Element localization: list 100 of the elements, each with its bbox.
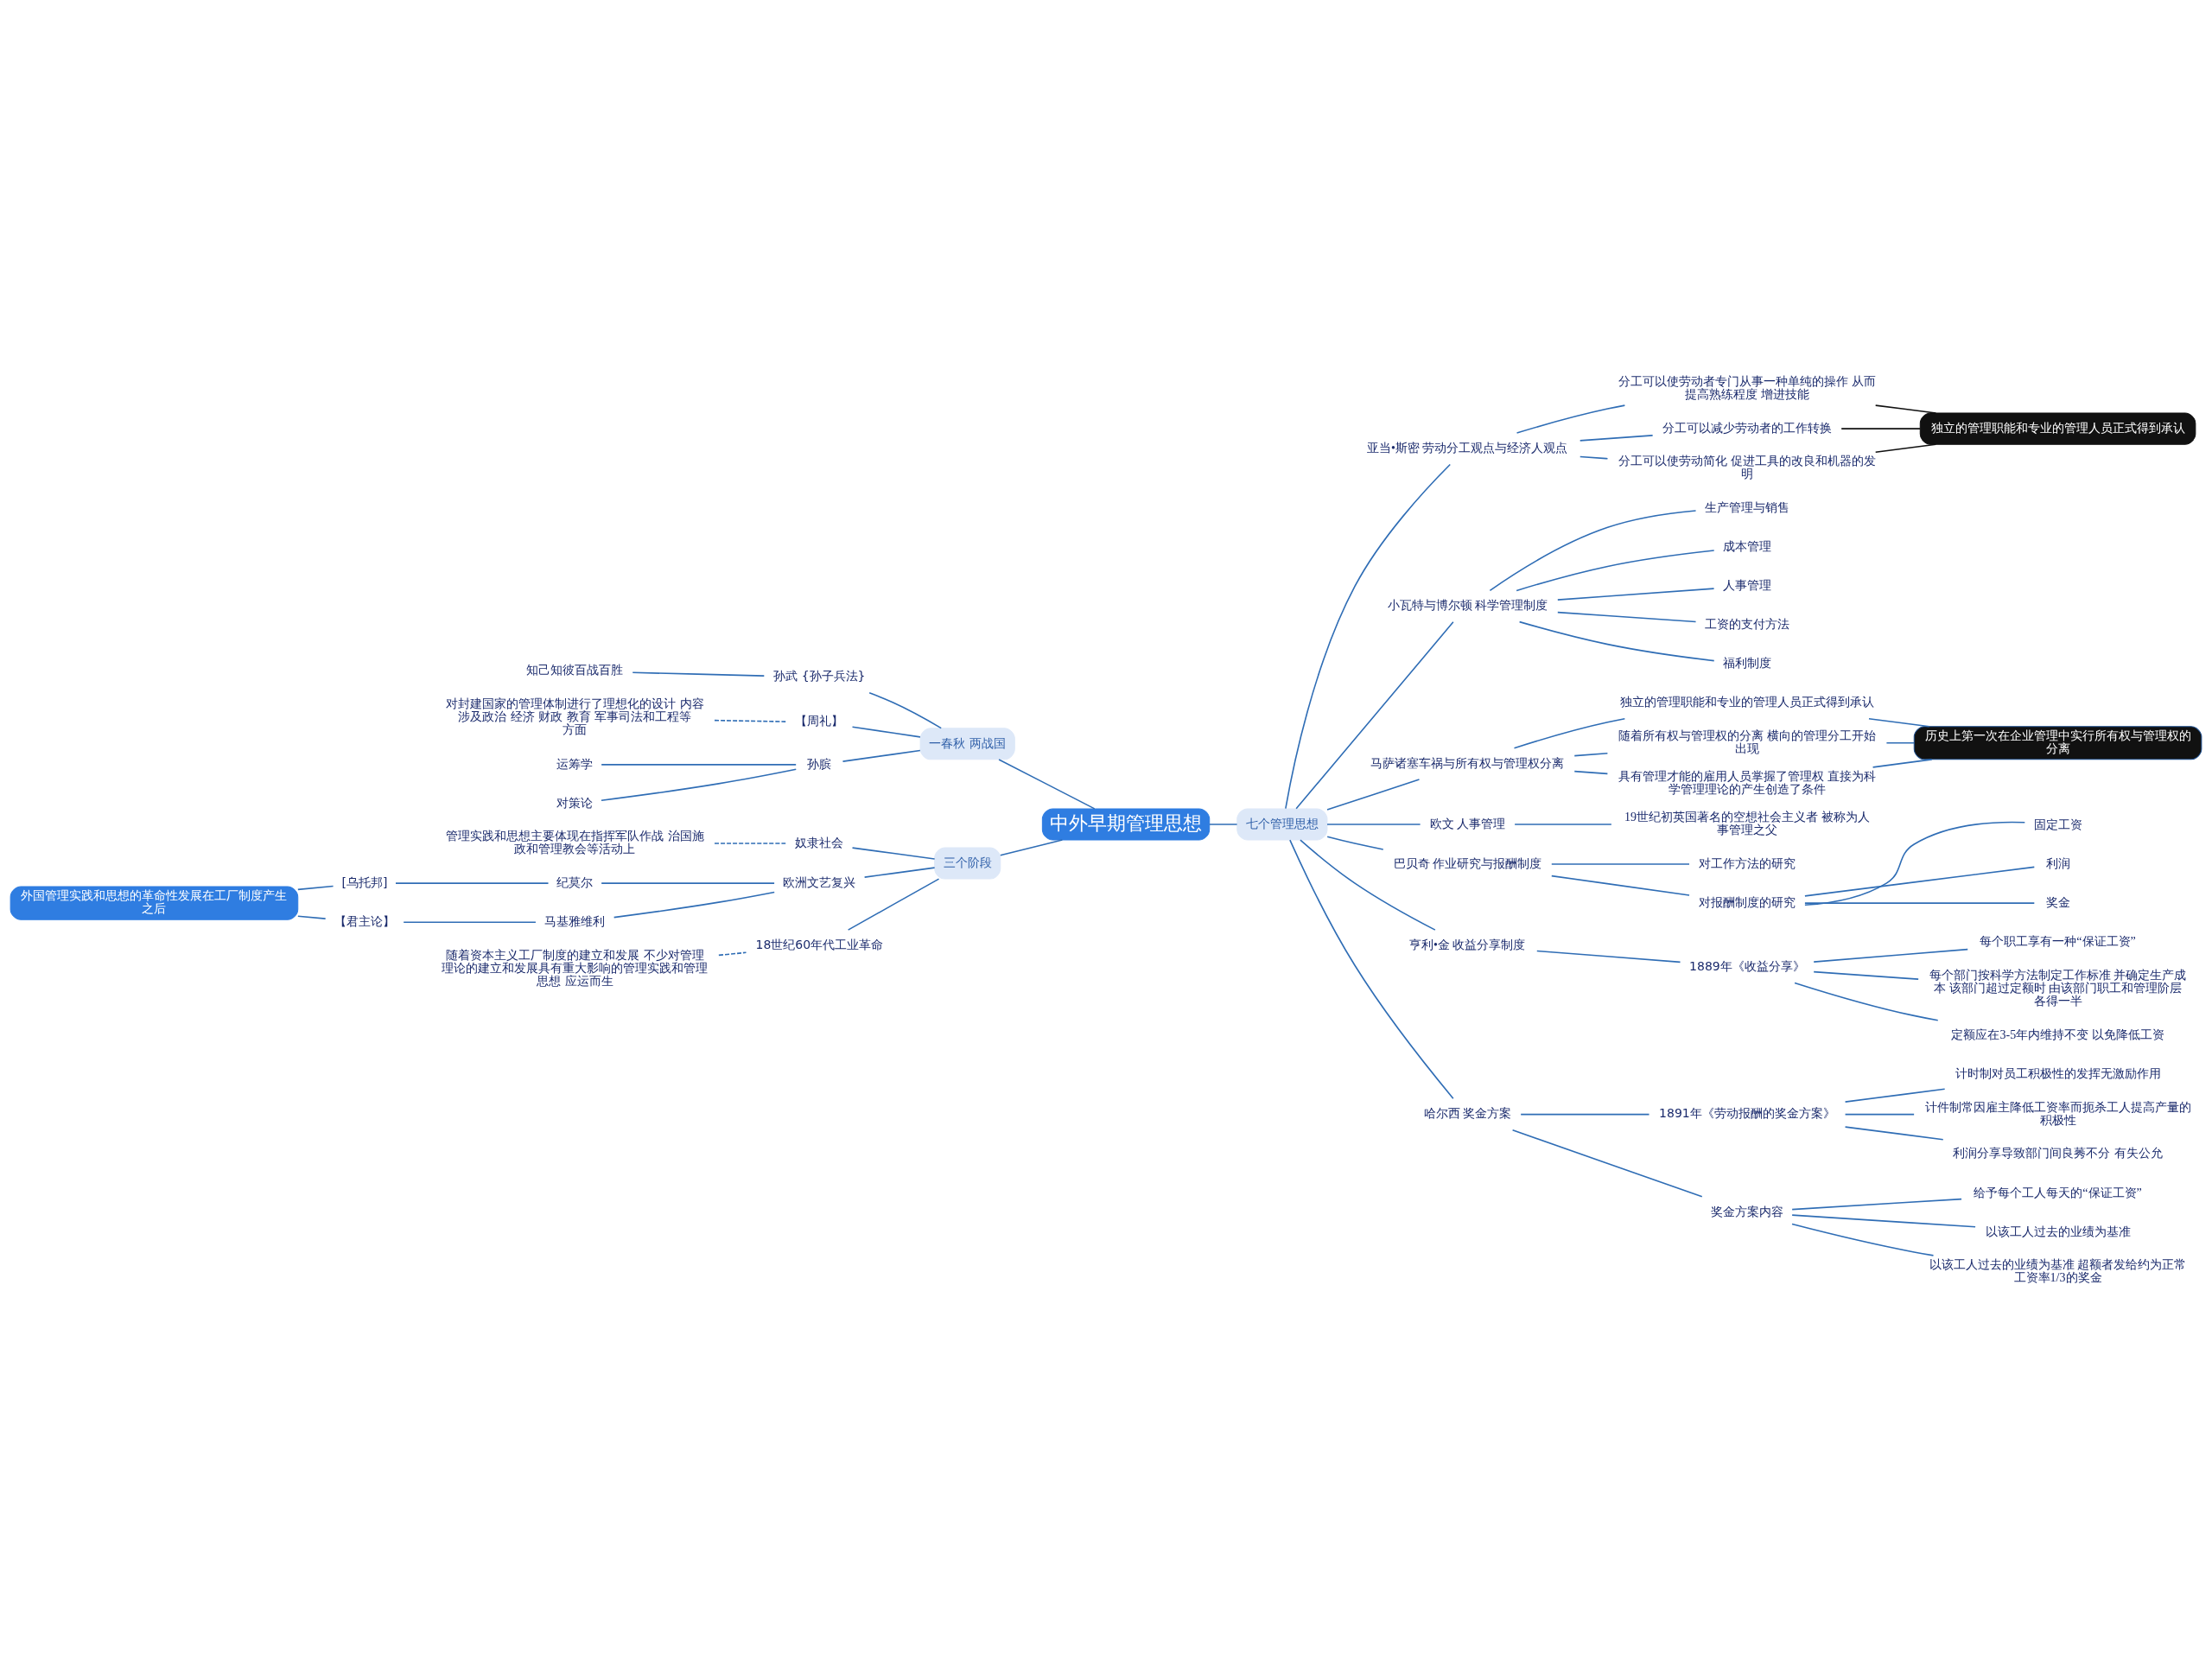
connector <box>1516 404 1626 434</box>
node-box: 外国管理实践和思想的革命性发展在工厂制度产生之后 <box>10 886 299 920</box>
connector <box>1285 463 1452 809</box>
node-box: 中外早期管理思想 <box>1041 807 1211 840</box>
node-text: 19世纪初英国著名的空想社会主义者 被称为人事管理之父 <box>1624 810 1870 836</box>
connector <box>1551 862 1690 865</box>
connector <box>1511 1129 1703 1198</box>
connector <box>1840 427 1921 429</box>
node-text: 固定工资 <box>2033 817 2082 831</box>
connector <box>863 866 936 878</box>
connector <box>1791 1198 1962 1210</box>
connector <box>1326 835 1384 850</box>
connector <box>998 758 1096 810</box>
connector <box>1872 758 1933 768</box>
node-text: 18世纪60年代工业革命 <box>755 937 884 951</box>
node-text: 人事管理 <box>1722 578 1771 592</box>
connector <box>1295 620 1454 810</box>
node-text: 欧洲文艺复兴 <box>783 875 856 889</box>
connector <box>1000 838 1064 856</box>
connector <box>1874 442 1937 453</box>
node-text: 随着资本主义工厂制度的建立和发展 不少对管理理论的建立和发展具有重大影响的管理实践和管理思想 应运而生 <box>442 947 709 988</box>
connector <box>1208 823 1238 825</box>
node-text: 亚当•斯密 劳动分工观点与经济人观点 <box>1367 441 1568 455</box>
node-box: 独立的管理职能和专业的管理人员正式得到承认 <box>1919 412 2196 445</box>
node-text: 给予每个工人每天的“保证工资” <box>1974 1185 2142 1199</box>
node-text: 亨利•金 收益分享制度 <box>1409 938 1526 951</box>
connector <box>395 881 550 884</box>
connector <box>1794 982 1939 1021</box>
node-text: [乌托邦] <box>341 875 388 889</box>
connector <box>868 691 943 728</box>
node-text: 孙武 {孙子兵法} <box>773 668 866 683</box>
node-text: 独立的管理职能和专业的管理人员正式得到承认 <box>1619 695 1874 709</box>
connector <box>1804 901 2036 904</box>
node-box: 历史上第一次在企业管理中实行所有权与管理权的分离 <box>1913 725 2202 760</box>
connector <box>1868 717 1930 728</box>
node-text: 每个部门按科学方法制定工作标准 并确定生产成本 该部门超过定额时 由该部门职工和管理阶层各得一半 <box>1929 968 2187 1008</box>
connector <box>1557 587 1715 601</box>
connector <box>1844 1125 1944 1140</box>
node-text: 定额应在3-5年内维持不变 以免降低工资 <box>1951 1027 2164 1041</box>
node-text: 欧文 人事管理 <box>1429 817 1506 830</box>
connector <box>1551 875 1690 896</box>
node-box: 三个阶段 <box>934 847 1001 880</box>
connector <box>1326 823 1421 825</box>
connector <box>1514 823 1612 825</box>
node-text: 生产管理与销售 <box>1704 500 1789 514</box>
node-text: 奖金 <box>2045 894 2070 909</box>
connector <box>601 881 775 884</box>
node-text: 马萨诸塞车祸与所有权与管理权分离 <box>1370 756 1565 770</box>
connector <box>1536 950 1681 963</box>
node-text: 运筹学 <box>556 756 594 771</box>
connector <box>1573 770 1609 774</box>
node-text: 具有管理才能的雇用人员掌握了管理权 直接为科学管理理论的产生创造了条件 <box>1618 769 1876 796</box>
node-text: 知己知彼百战百胜 <box>526 662 624 677</box>
connector <box>714 842 788 844</box>
node-text: 纪莫尔 <box>556 875 594 889</box>
node-text: 【君主论】 <box>334 913 395 928</box>
connector <box>1579 434 1654 442</box>
connector <box>1813 948 1969 963</box>
node-text: 孙膑 <box>807 756 832 771</box>
connector <box>1844 1087 1946 1103</box>
node-text: 成本管理 <box>1722 539 1771 553</box>
node-text: 1889年《收益分享》 <box>1689 958 1805 973</box>
node-text: 对封建国家的管理体制进行了理想化的设计 内容涉及政治 经济 财政 教育 军事司法和工程等方面 <box>446 696 704 736</box>
connector <box>851 846 936 860</box>
node-text: 利润分享导致部门间良莠不分 有失公允 <box>1953 1145 2163 1160</box>
connector <box>847 877 940 931</box>
connector <box>297 914 327 919</box>
connector <box>1516 549 1715 591</box>
node-box: 七个管理思想 <box>1236 807 1328 840</box>
connector <box>1513 717 1626 749</box>
connector <box>1791 1223 1935 1256</box>
connector <box>1844 1113 1915 1115</box>
connector <box>851 725 921 738</box>
connector <box>1326 778 1421 811</box>
node-text: 对报酬制度的研究 <box>1698 895 1796 909</box>
connector <box>403 920 537 923</box>
connector <box>613 891 775 918</box>
node-text: 分工可以使劳动简化 促进工具的改良和机器的发明 <box>1618 454 1876 480</box>
connector <box>1579 455 1609 459</box>
node-text: 福利制度 <box>1722 656 1771 670</box>
node-text: 工资的支付方法 <box>1704 617 1789 631</box>
connector <box>1804 821 2026 906</box>
node-text: 分工可以使劳动者专门从事一种单纯的操作 从而提高熟练程度 增进技能 <box>1618 374 1876 401</box>
connector <box>601 767 798 801</box>
node-text: 计件制常因雇主降低工资率而扼杀工人提高产量的积极性 <box>1924 1099 2191 1127</box>
connector <box>1791 1213 1976 1228</box>
node-text: 小瓦特与博尔顿 科学管理制度 <box>1387 598 1548 612</box>
connector <box>1518 620 1715 661</box>
connector <box>601 763 797 766</box>
connector <box>1289 838 1454 1099</box>
connector <box>632 671 766 677</box>
node-text: 随着所有权与管理权的分离 横向的管理分工开始出现 <box>1618 728 1876 755</box>
connector <box>1300 838 1436 931</box>
connector <box>1557 611 1697 622</box>
node-text: 对工作方法的研究 <box>1698 856 1796 870</box>
connector <box>1573 752 1609 756</box>
connector <box>842 749 921 762</box>
node-text: 利润 <box>2045 855 2070 870</box>
node-text: 以该工人过去的业绩为基准 超额者发给约为正常工资率1/3的奖金 <box>1929 1257 2187 1284</box>
connector <box>297 885 334 890</box>
